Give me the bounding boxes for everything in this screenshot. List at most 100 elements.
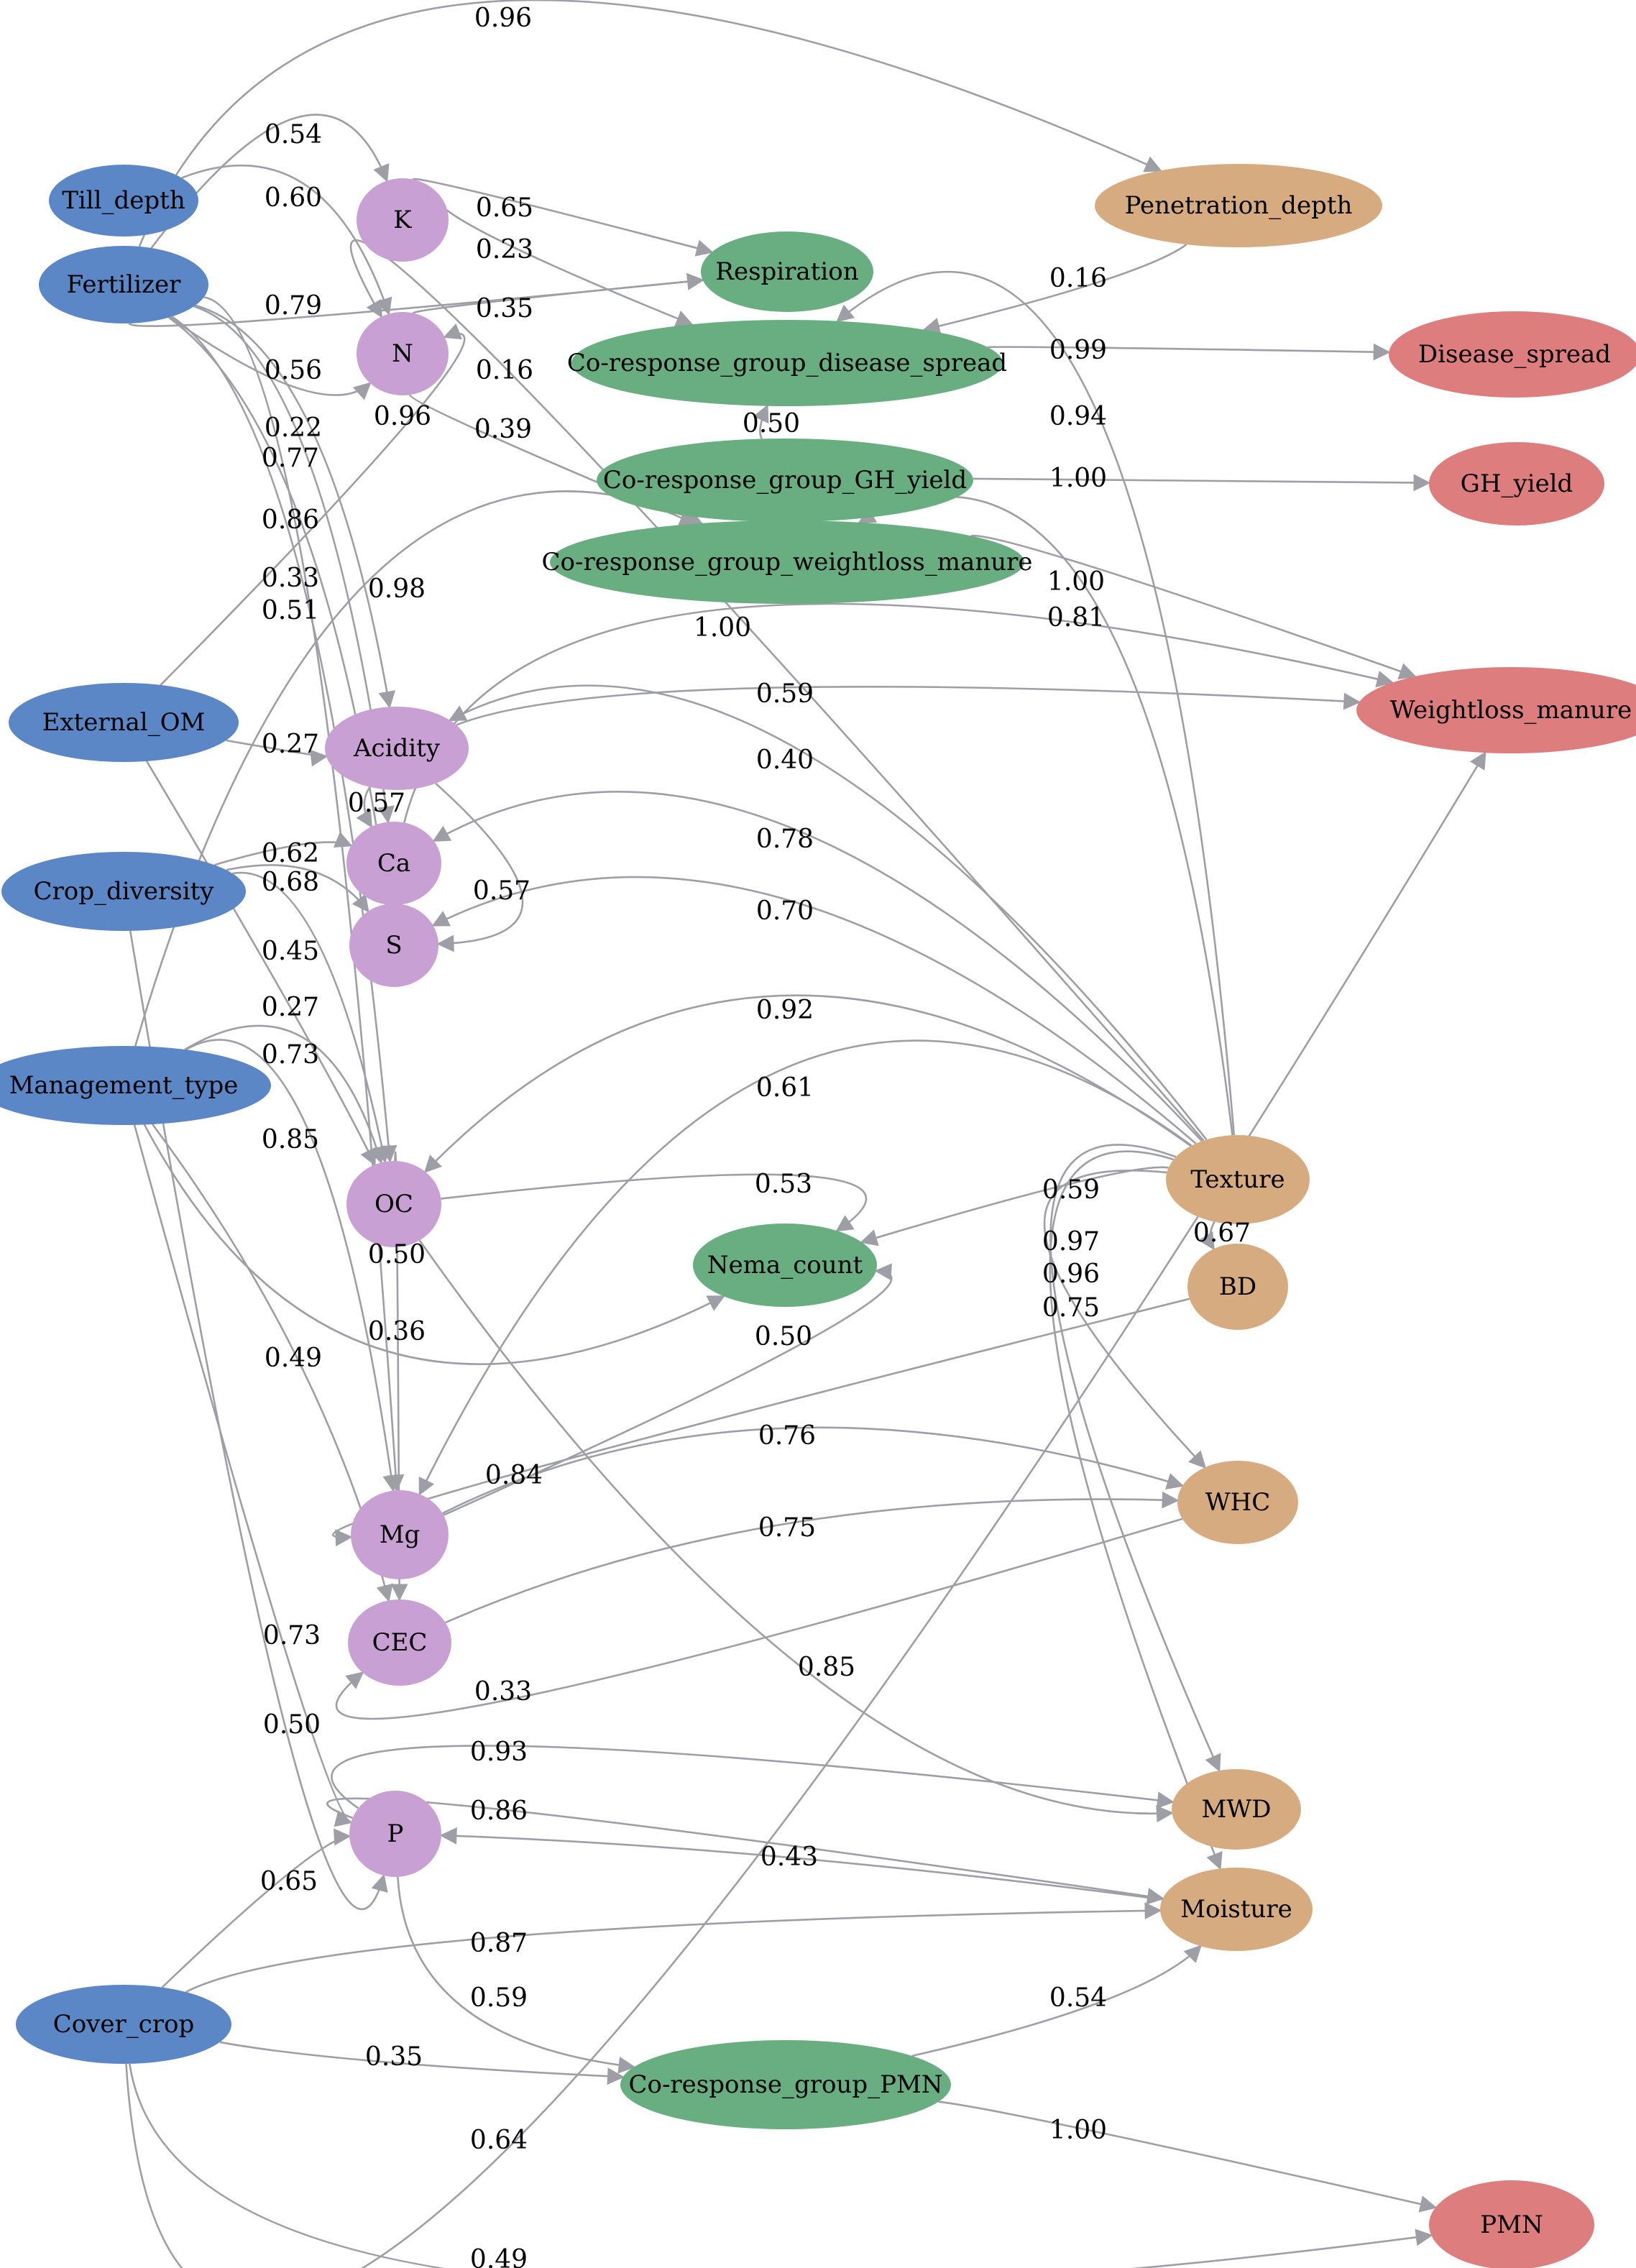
edge-management_type-to-nema_count (143, 1124, 725, 1365)
edge-crop_diversity-to-p (129, 930, 388, 1911)
edge-weight-k-to-respiration: 0.65 (476, 193, 533, 223)
edge-texture-to-moisture (1049, 1150, 1223, 1870)
node-label-texture: Texture (1190, 1165, 1285, 1194)
edge-weight-texture-to-mwd: 0.96 (1042, 1259, 1100, 1289)
edge-weight-texture-to-mg: 0.61 (756, 1073, 814, 1103)
edge-weight-fertilizer-to-oc: 0.33 (262, 564, 319, 593)
node-ellipse-crg_weightloss (550, 520, 1024, 604)
node-oc: OC (346, 1161, 441, 1247)
node-ellipse-pmn (1429, 2180, 1594, 2268)
node-label-oc: OC (374, 1190, 413, 1218)
edge-p-to-mwd (331, 1745, 1175, 1809)
node-label-cover_crop: Cover_crop (53, 2010, 195, 2039)
edge-crop_diversity-to-ca (213, 831, 353, 866)
node-ellipse-weightloss_manure (1356, 667, 1636, 753)
edge-weight-n-to-crg_weightloss: 0.39 (474, 415, 532, 444)
node-penetration_depth: Penetration_depth (1095, 164, 1382, 247)
edge-weight-n-to-respiration: 0.35 (476, 294, 533, 323)
edge-weight-crg_pmn-to-moisture: 0.54 (1049, 1983, 1107, 2013)
node-ellipse-p (349, 1791, 441, 1877)
edge-crg_gh-to-gh_yield (973, 474, 1431, 492)
edge-weight-cover_crop-to-moisture: 0.87 (470, 1929, 528, 1958)
node-ellipse-crop_diversity (1, 852, 246, 931)
edge-weight-whc-to-cec: 0.33 (474, 1677, 532, 1707)
node-ellipse-external_om (9, 683, 239, 762)
edge-texture-to-acidity (448, 684, 1208, 1141)
edge-weight-mg-to-nema_count: 0.50 (755, 1322, 812, 1351)
edge-texture-to-s (431, 876, 1197, 1144)
node-label-cec: CEC (372, 1628, 428, 1657)
node-label-bd: BD (1219, 1272, 1256, 1301)
node-ellipse-disease_spread (1389, 311, 1636, 398)
edge-texture-to-whc (1043, 1170, 1207, 1469)
edge-weight-cover_crop-to-p: 0.65 (260, 1867, 318, 1896)
node-label-s: S (385, 931, 402, 960)
node-crg_disease: Co-response_group_disease_spread (567, 320, 1007, 406)
edge-weight-management_type-to-nema_count: 0.36 (368, 1317, 426, 1346)
node-ellipse-nema_count (693, 1223, 877, 1307)
edge-weight-texture-to-bd: 0.67 (1193, 1218, 1251, 1248)
node-label-management_type: Management_type (9, 1071, 239, 1100)
node-mwd: MWD (1172, 1769, 1301, 1850)
edge-weight-fertilizer-to-respiration: 0.79 (265, 291, 322, 321)
node-management_type: Management_type (0, 1046, 271, 1125)
edge-weight-crg_gh-to-gh_yield: 1.00 (1049, 464, 1107, 493)
edge-weight-crg_pmn-to-pmn: 1.00 (1049, 2116, 1107, 2145)
edge-weight-mg-to-whc: 0.76 (758, 1421, 816, 1451)
edge-till_depth-to-n (181, 164, 392, 316)
edge-cover_crop-to-weightloss_manure (125, 751, 1486, 2268)
node-acidity: Acidity (325, 707, 469, 790)
node-mg: Mg (351, 1490, 449, 1579)
edge-weight-acidity-to-ca: 0.57 (348, 789, 405, 818)
edge-crg_gh-to-crg_disease (753, 404, 769, 440)
edge-weight-texture-to-n: 0.16 (476, 356, 533, 385)
edge-cover_crop-to-crg_pmn (219, 2041, 625, 2085)
node-label-gh_yield: GH_yield (1461, 469, 1573, 498)
edge-fertilizer-to-k (150, 114, 390, 249)
node-label-fertilizer: Fertilizer (67, 270, 181, 299)
node-label-penetration_depth: Penetration_depth (1125, 191, 1353, 220)
edge-texture-to-mwd (1049, 1144, 1221, 1773)
edge-texture-to-mg (418, 1039, 1192, 1496)
node-label-k: K (393, 206, 412, 234)
edge-acidity-to-s (435, 782, 524, 952)
edge-weight-texture-to-ca: 0.78 (756, 825, 814, 854)
node-label-p: P (387, 1819, 404, 1848)
edge-crg_disease-to-disease_spread (987, 343, 1391, 361)
node-label-mwd: MWD (1201, 1795, 1271, 1824)
edge-fertilizer-to-acidity (195, 304, 396, 709)
edge-weight-oc-to-mwd: 0.85 (798, 1653, 855, 1682)
node-label-ca: Ca (377, 849, 410, 878)
edge-weight-bd-to-mg: 0.84 (485, 1461, 543, 1490)
edge-oc-to-mwd (418, 1239, 1174, 1823)
edge-cec-to-whc (445, 1491, 1180, 1624)
node-till_depth: Till_depth (49, 165, 198, 237)
edge-weight-k-to-crg_disease: 0.23 (476, 235, 533, 265)
edge-weight-cover_crop-to-crg_pmn: 0.35 (365, 2042, 423, 2072)
edge-n-to-respiration (412, 272, 704, 314)
edge-weight-fertilizer-to-acidity: 0.22 (265, 413, 322, 443)
edge-weight-crop_diversity-to-p: 0.50 (263, 1710, 321, 1740)
node-label-mg: Mg (380, 1520, 421, 1549)
edge-weight-acidity-to-weightloss_manure: 0.59 (756, 679, 814, 709)
edge-weight-oc-to-nema_count: 0.53 (755, 1170, 812, 1199)
edge-weight-management_type-to-oc: 0.73 (262, 1040, 319, 1070)
edge-weight-oc-to-cec: 0.50 (368, 1240, 426, 1270)
node-ellipse-mwd (1172, 1769, 1301, 1850)
node-ellipse-crg_pmn (620, 2040, 951, 2129)
edge-bd-to-mg (331, 1298, 1190, 1547)
edge-cover_crop-to-p (161, 1828, 351, 1988)
edge-acidity-to-ca (356, 786, 373, 828)
edge-management_type-to-p (133, 1124, 353, 1827)
node-label-external_om: External_OM (42, 708, 206, 737)
edge-weight-crg_disease-to-disease_spread: 0.99 (1049, 336, 1107, 365)
node-crg_pmn: Co-response_group_PMN (620, 2040, 951, 2129)
node-ellipse-k (357, 178, 449, 262)
edge-management_type-to-oc (184, 1024, 385, 1165)
node-label-weightloss_manure: Weightloss_manure (1390, 696, 1632, 725)
edge-k-to-respiration (412, 178, 714, 257)
edge-weight-external_om-to-n: 0.96 (374, 402, 431, 431)
edge-weight-texture-to-moisture: 0.75 (1042, 1293, 1100, 1323)
edge-whc-to-cec (335, 1518, 1183, 1720)
